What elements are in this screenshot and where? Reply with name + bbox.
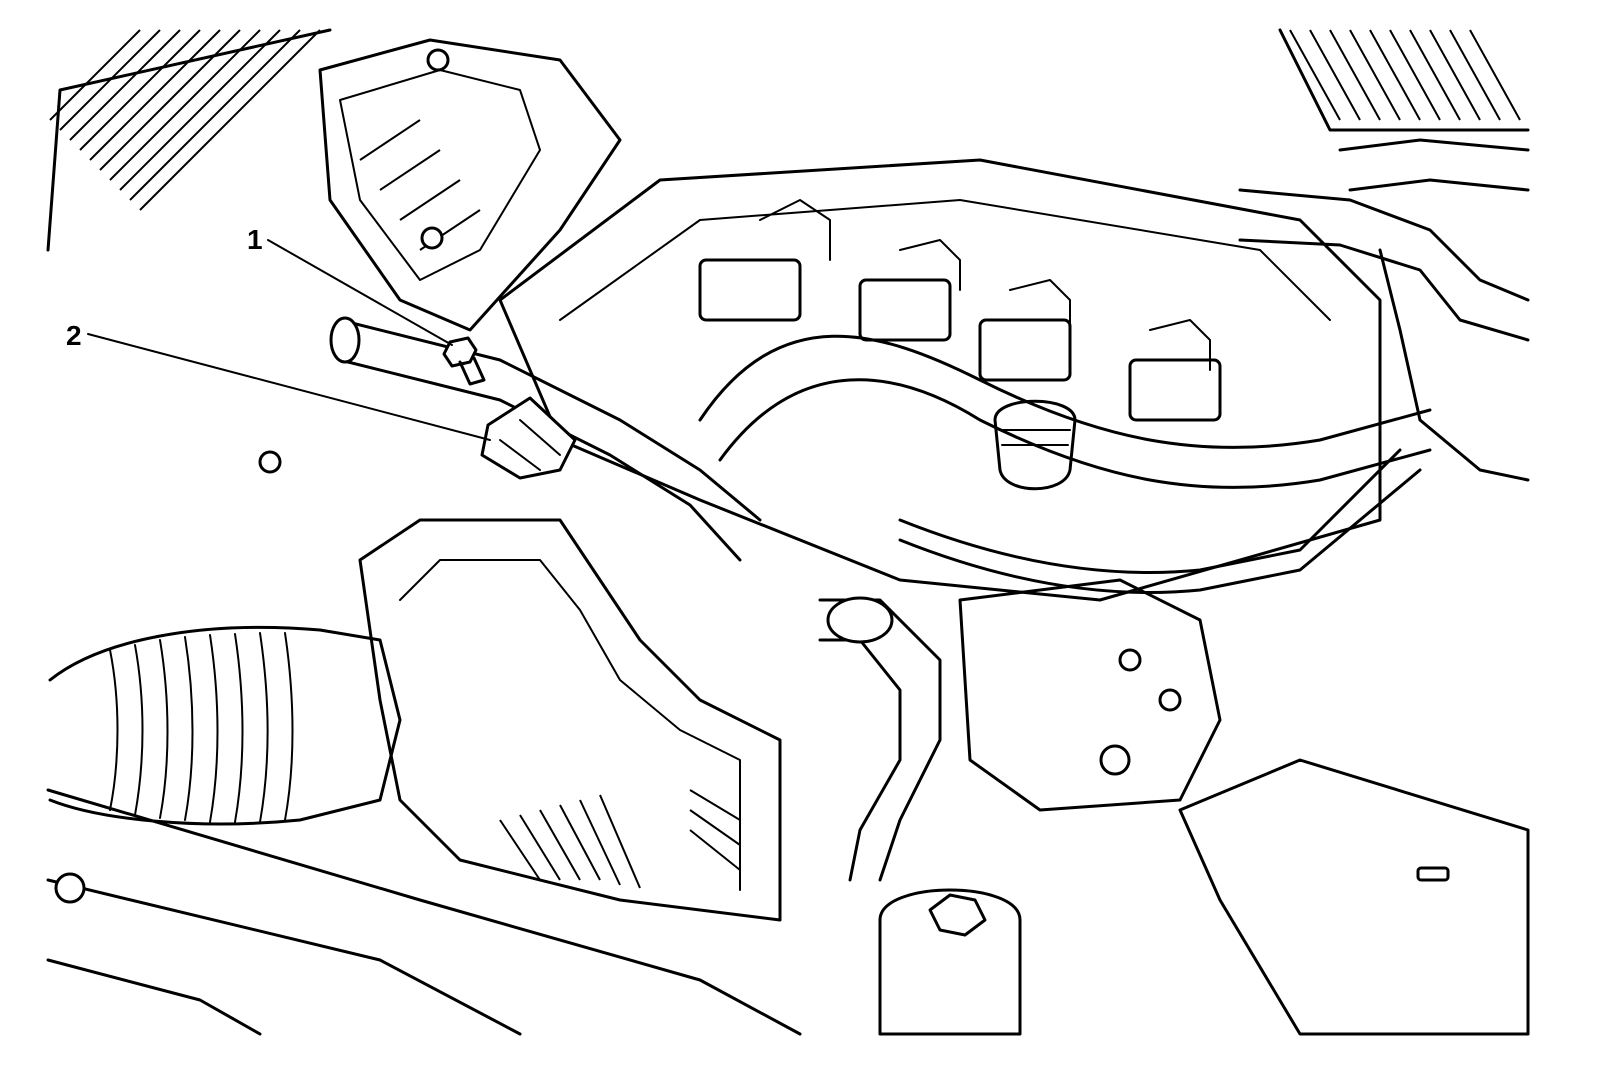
fluid-reservoir xyxy=(878,888,1022,1036)
upper-hose xyxy=(329,316,762,562)
throttle-hose xyxy=(818,596,942,882)
callout-label-2: 2 xyxy=(66,320,82,351)
coolant-hoses xyxy=(1238,138,1530,482)
ignition-coils xyxy=(698,199,1222,422)
callout-label-1: 1 xyxy=(247,224,263,255)
hatched-panel-top-right xyxy=(1278,28,1530,132)
leader-line-1 xyxy=(267,239,453,346)
callout-leaders xyxy=(87,239,491,441)
lower-panels xyxy=(46,758,1530,1036)
throttle-body xyxy=(958,578,1222,812)
leader-line-2 xyxy=(87,333,491,441)
valve-cover xyxy=(498,158,1382,602)
air-intake-hose xyxy=(48,625,402,826)
sensor-connector xyxy=(480,396,577,480)
hatched-panel-top-left xyxy=(46,28,332,252)
air-cleaner-box xyxy=(358,518,782,922)
radiator-bracket xyxy=(258,38,622,474)
